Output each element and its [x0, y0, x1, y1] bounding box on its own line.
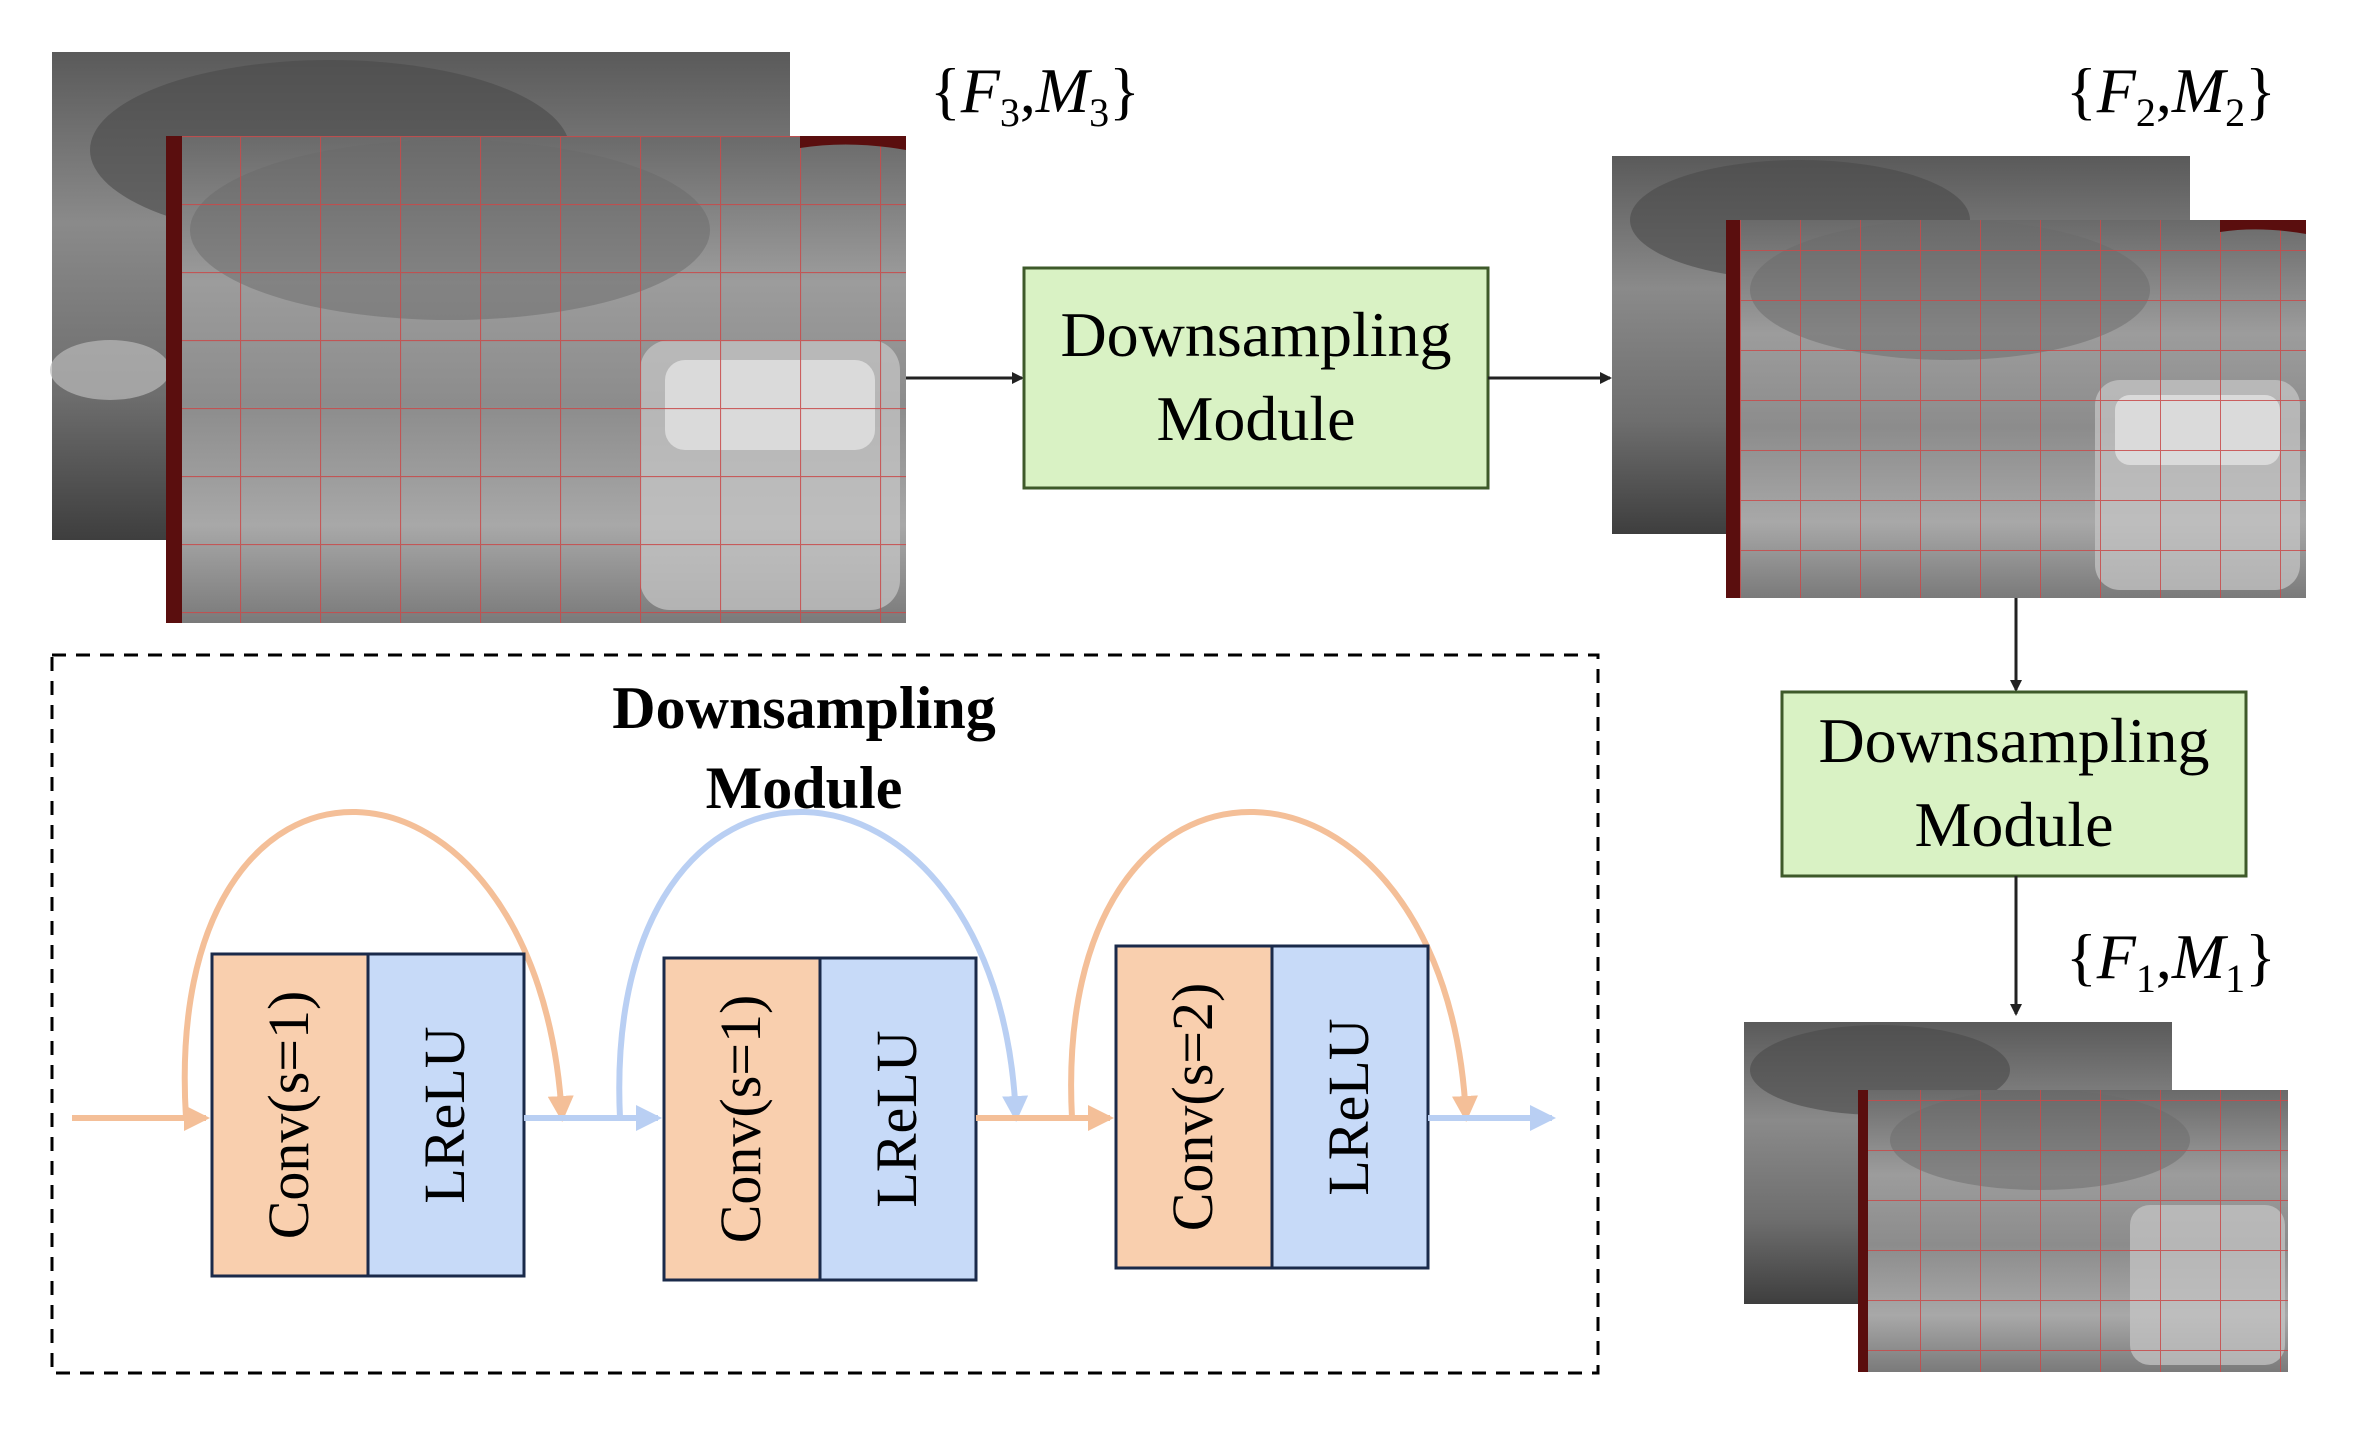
warped-image-front	[1858, 1090, 2288, 1372]
detail-panel: Downsampling Module Conv(s=1) LReLU Conv…	[50, 653, 1600, 1375]
lrelu-layer-1	[366, 952, 526, 1278]
lrelu-layer-2	[818, 956, 978, 1282]
svg-text:{F3,M3}: {F3,M3}	[930, 55, 1140, 135]
skip-connection-1	[181, 809, 574, 1122]
conv-layer-1	[210, 952, 370, 1278]
svg-text:LReLU: LReLU	[864, 1030, 929, 1207]
svg-text:LReLU: LReLU	[1316, 1018, 1381, 1195]
downsampling-module-right: Downsampling Module	[1780, 690, 2248, 878]
svg-text:Conv(s=2): Conv(s=2)	[1160, 983, 1225, 1232]
svg-text:Conv(s=1): Conv(s=1)	[256, 991, 321, 1240]
label-f1-m1: {F1,M1}	[2066, 921, 2276, 1001]
svg-text:Module: Module	[1156, 383, 1355, 454]
label-f3-m3: {F3,M3}	[930, 55, 1140, 135]
conv-block-3: Conv(s=2) LReLU	[1068, 809, 1478, 1270]
svg-text:Downsampling: Downsampling	[1060, 299, 1451, 370]
conv-layer-3	[1114, 944, 1274, 1270]
skip-connection-3	[1068, 809, 1478, 1122]
lrelu-layer-3	[1270, 944, 1430, 1270]
warped-image-front	[1726, 220, 2306, 598]
image-stack-f1	[1744, 1022, 2288, 1372]
conv-block-1: Conv(s=1) LReLU	[181, 809, 574, 1278]
detail-panel-title-line1: Downsampling	[612, 675, 995, 741]
warped-image-front	[166, 136, 906, 623]
label-f2-m2: {F2,M2}	[2066, 55, 2276, 135]
image-stack-f3	[50, 52, 906, 623]
svg-text:LReLU: LReLU	[412, 1026, 477, 1203]
svg-text:{F1,M1}: {F1,M1}	[2066, 921, 2276, 1001]
conv-layer-2	[662, 956, 822, 1282]
conv-block-2: Conv(s=1) LReLU	[616, 809, 1029, 1282]
skip-connection-2	[616, 809, 1029, 1122]
svg-text:Conv(s=1): Conv(s=1)	[708, 995, 773, 1244]
svg-text:Module: Module	[1914, 789, 2113, 860]
svg-text:Downsampling: Downsampling	[1818, 705, 2209, 776]
svg-text:{F2,M2}: {F2,M2}	[2066, 55, 2276, 135]
image-stack-f2	[1612, 156, 2306, 598]
downsampling-module-top: Downsampling Module	[1022, 266, 1490, 490]
